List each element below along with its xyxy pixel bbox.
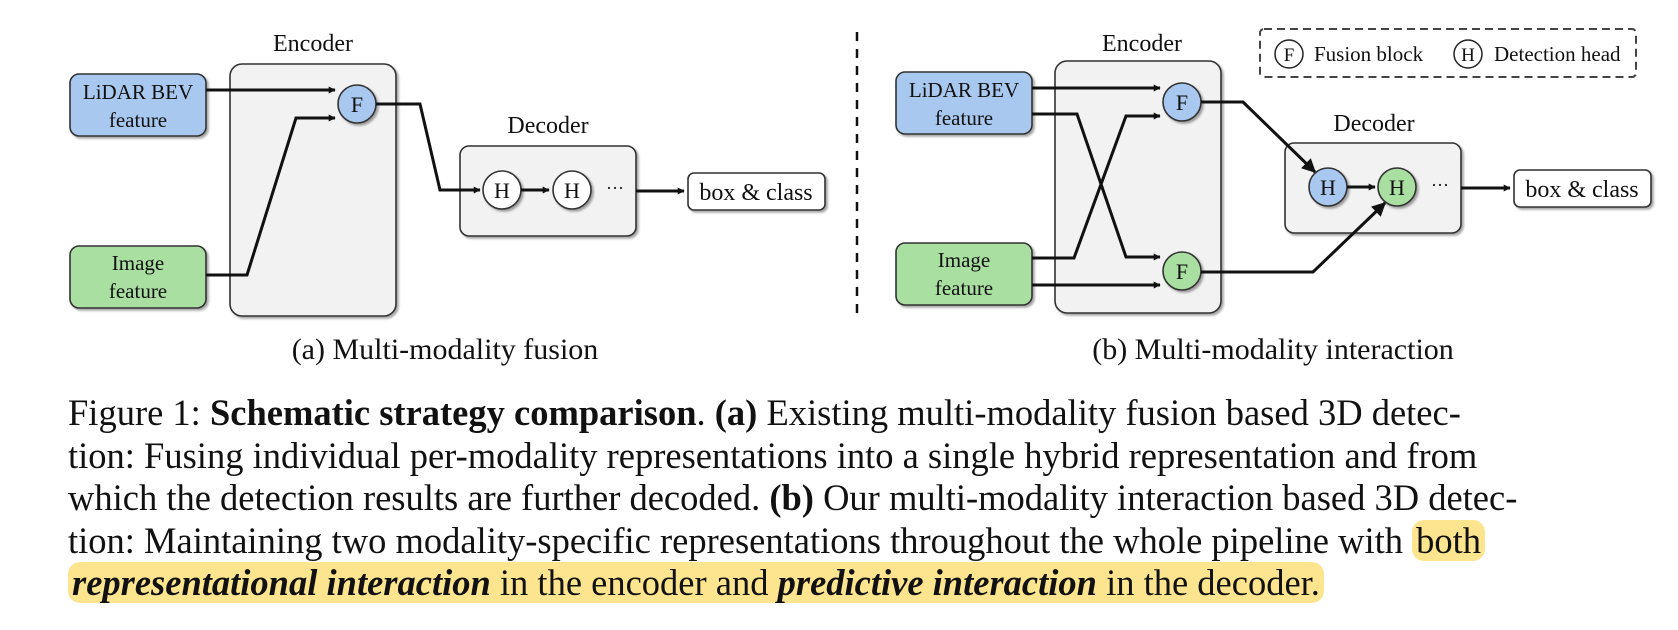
- panel-b-fusion-top-to-head: [1201, 100, 1317, 174]
- panel-a-image-label-line2: feature: [109, 279, 167, 303]
- caption-line-4: tion: Maintaining two modality-specific …: [68, 519, 1658, 563]
- panel-b-head-node-2: [1377, 167, 1417, 207]
- caption-line-2: tion: Fusing individual per-modality rep…: [68, 435, 1658, 478]
- panel-a-image-box: [69, 245, 207, 309]
- panel-b-lidar-label-line2: feature: [935, 106, 993, 130]
- legend-head-symbol: H: [1461, 45, 1475, 66]
- figure-caption: Figure 1: Schematic strategy comparison.…: [68, 392, 1658, 605]
- panel-a-decoder-label: Decoder: [507, 113, 588, 139]
- caption-predictive-interaction: predictive interaction: [777, 562, 1097, 603]
- panel-b-ellipsis: ···: [1431, 175, 1449, 195]
- panel-b-image-box: [895, 242, 1033, 306]
- panel-b-image-to-fusion-top: [1032, 112, 1161, 260]
- caption-a-text-2: tion: Fusing individual per-modality rep…: [68, 434, 1478, 476]
- caption-a-text-3: which the detection results are further …: [68, 477, 770, 518]
- panel-b-image-label-line1: Image: [938, 248, 990, 272]
- caption-highlight-2: representational interaction in the enco…: [68, 562, 1324, 603]
- schematic-figure: Encoder LiDAR BEV feature Image feature …: [69, 28, 1652, 366]
- panel-a-image-to-fusion: [206, 114, 336, 277]
- panel-b-image-label-line2: feature: [935, 276, 993, 300]
- legend-fusion-icon: [1274, 39, 1304, 69]
- panel-b-encoder-label: Encoder: [1102, 31, 1182, 57]
- caption-highlight-1: both: [1412, 519, 1486, 561]
- caption-title: Schematic strategy comparison: [209, 392, 697, 433]
- panel-a-subcaption: (a) Multi-modality fusion: [292, 333, 599, 366]
- panel-a-head-symbol-1: H: [494, 178, 510, 203]
- caption-title-period: .: [696, 392, 706, 433]
- panel-b-lidar-box: [895, 71, 1033, 135]
- panel-b-fusion-bottom-to-head: [1201, 201, 1387, 274]
- caption-highlight-end: in the decoder.: [1096, 562, 1320, 603]
- legend-fusion-label: Fusion block: [1314, 42, 1424, 66]
- caption-line-5: representational interaction in the enco…: [68, 562, 1658, 605]
- panel-a-head-node-2: [552, 170, 592, 210]
- caption-line-3: which the detection results are further …: [68, 477, 1658, 520]
- caption-a-marker: (a): [714, 392, 758, 433]
- panel-a-head-symbol-2: H: [564, 178, 580, 203]
- panel-b-subcaption: (b) Multi-modality interaction: [1092, 333, 1454, 366]
- panel-b-fusion-symbol-bottom: F: [1176, 259, 1188, 284]
- panel-a: Encoder LiDAR BEV feature Image feature …: [69, 31, 826, 366]
- panel-a-fusion-to-decoder: [376, 102, 481, 194]
- legend-head-icon: [1453, 39, 1483, 69]
- legend-fusion-symbol: F: [1284, 45, 1295, 66]
- panel-b-output-box: [1513, 169, 1652, 208]
- caption-line-1: Figure 1: Schematic strategy comparison.…: [68, 392, 1658, 435]
- panel-b-head-symbol-1: H: [1320, 175, 1336, 200]
- caption-b-text-2: tion: Maintaining two modality-specific …: [68, 519, 1413, 561]
- caption-a-text-1: Existing multi-modality fusion based 3D …: [757, 392, 1461, 433]
- caption-b-marker: (b): [769, 477, 814, 518]
- legend-box: [1259, 28, 1637, 78]
- panel-a-encoder-box: [229, 63, 397, 317]
- panel-a-fusion-symbol: F: [351, 92, 363, 117]
- panel-b-decoder-label: Decoder: [1333, 111, 1414, 137]
- panel-b-head-symbol-2: H: [1389, 175, 1405, 200]
- panel-a-ellipsis: ···: [606, 178, 624, 198]
- caption-b-text-1: Our multi-modality interaction based 3D …: [813, 477, 1518, 518]
- caption-figure-label: Figure 1:: [68, 392, 201, 433]
- panel-a-image-label-line1: Image: [112, 251, 164, 275]
- panel-b: F Fusion block H Detection head Encoder …: [895, 28, 1652, 366]
- caption-highlight-mid: in the encoder and: [490, 562, 778, 603]
- panel-a-encoder-label: Encoder: [273, 31, 353, 57]
- panel-b-fusion-symbol-top: F: [1176, 90, 1188, 115]
- caption-representational-interaction: representational interaction: [72, 562, 491, 603]
- panel-a-lidar-label-line1: LiDAR BEV: [83, 80, 193, 104]
- panel-a-lidar-label-line2: feature: [109, 108, 167, 132]
- panel-a-output-box: [687, 172, 826, 211]
- panel-b-lidar-label-line1: LiDAR BEV: [909, 78, 1019, 102]
- legend-head-label: Detection head: [1494, 42, 1621, 66]
- panel-a-output-label: box & class: [699, 180, 812, 206]
- panel-a-lidar-box: [69, 73, 207, 137]
- panel-b-output-label: box & class: [1525, 177, 1638, 203]
- panel-b-encoder-box: [1054, 60, 1222, 314]
